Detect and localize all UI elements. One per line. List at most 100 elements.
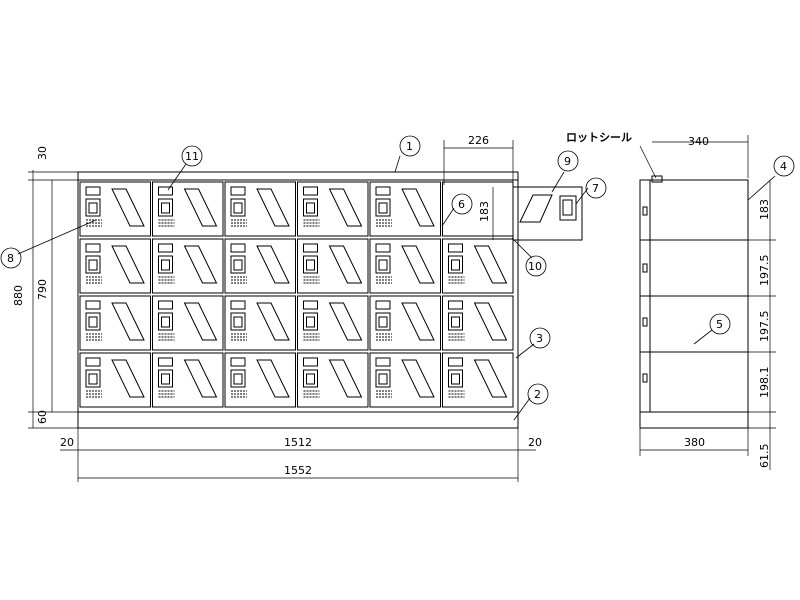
locker-door bbox=[224, 238, 296, 294]
open-door-window bbox=[519, 194, 553, 223]
locker-door bbox=[442, 295, 514, 351]
door-display bbox=[85, 357, 101, 367]
door-lock-slot bbox=[306, 373, 315, 385]
dim-door-height: 183 bbox=[478, 201, 491, 222]
callout-8-circle bbox=[0, 247, 22, 269]
locker-door bbox=[79, 238, 151, 294]
door-lock-slot bbox=[378, 316, 388, 328]
door-lock-slot bbox=[378, 202, 388, 214]
dim-margin-left: 20 bbox=[60, 436, 74, 449]
locker-door bbox=[369, 181, 441, 237]
door-lock-panel bbox=[303, 255, 318, 274]
door-lock-slot bbox=[451, 316, 460, 328]
door-lock-panel bbox=[85, 255, 101, 274]
locker-door bbox=[297, 181, 369, 237]
dim-base-height: 60 bbox=[36, 410, 49, 424]
side-handle-4 bbox=[642, 373, 648, 383]
door-display bbox=[158, 357, 173, 367]
door-lock-slot bbox=[306, 202, 315, 214]
door-lock-slot bbox=[233, 202, 243, 214]
dim-row-4: 198.1 bbox=[758, 367, 771, 399]
door-window bbox=[473, 302, 508, 341]
dim-overall-width: 1552 bbox=[284, 464, 312, 477]
door-lock-panel bbox=[158, 369, 173, 388]
door-lock-panel bbox=[158, 312, 173, 331]
door-window bbox=[183, 359, 218, 398]
callout-7: 7 bbox=[592, 182, 599, 195]
open-door-lock bbox=[559, 195, 577, 221]
callouts bbox=[0, 135, 795, 421]
door-display bbox=[230, 300, 246, 310]
door-lock-panel bbox=[85, 312, 101, 331]
callout-5: 5 bbox=[716, 318, 723, 331]
door-window bbox=[111, 302, 145, 341]
door-window bbox=[473, 359, 508, 398]
door-window bbox=[401, 188, 435, 227]
callout-3-circle bbox=[529, 327, 551, 349]
callout-10: 10 bbox=[528, 260, 542, 273]
callout-9-circle bbox=[557, 150, 579, 172]
dim-row-3: 197.5 bbox=[758, 311, 771, 343]
dim-depth-bottom: 380 bbox=[684, 436, 705, 449]
leader-11 bbox=[167, 163, 187, 191]
callout-1: 1 bbox=[406, 140, 413, 153]
side-dimensions bbox=[639, 135, 776, 470]
door-display bbox=[375, 186, 391, 196]
locker-door bbox=[224, 352, 296, 408]
leader-6 bbox=[441, 207, 455, 227]
door-lock-slot bbox=[88, 316, 98, 328]
dim-body-height: 790 bbox=[36, 279, 49, 300]
leader-4 bbox=[747, 175, 776, 201]
locker-door bbox=[224, 181, 296, 237]
door-window bbox=[401, 302, 435, 341]
locker-door bbox=[152, 181, 224, 237]
leader-2 bbox=[513, 397, 531, 421]
door-lock-panel bbox=[375, 255, 391, 274]
door-lock-slot bbox=[161, 259, 170, 271]
callout-6-circle bbox=[451, 193, 473, 215]
door-display bbox=[85, 243, 101, 253]
door-window bbox=[473, 245, 508, 284]
lot-seal-label: ロットシール bbox=[566, 131, 632, 144]
callout-4: 4 bbox=[780, 160, 787, 173]
door-display bbox=[303, 300, 318, 310]
locker-door bbox=[297, 352, 369, 408]
callout-10-circle bbox=[525, 255, 547, 277]
door-lock-slot bbox=[306, 316, 315, 328]
callout-2-circle bbox=[527, 383, 549, 405]
door-window bbox=[401, 245, 435, 284]
door-window bbox=[111, 188, 145, 227]
door-display bbox=[230, 186, 246, 196]
locker-door bbox=[442, 238, 514, 294]
leader-10 bbox=[511, 237, 533, 259]
door-lock-slot bbox=[88, 373, 98, 385]
front-dimensions bbox=[28, 140, 536, 482]
callout-11: 11 bbox=[185, 150, 199, 163]
leader-8 bbox=[17, 219, 97, 255]
dim-inner-width: 1512 bbox=[284, 436, 312, 449]
door-display bbox=[158, 243, 173, 253]
leader-5 bbox=[693, 329, 713, 345]
side-handle-2 bbox=[642, 263, 648, 273]
door-display bbox=[158, 186, 173, 196]
locker-door bbox=[79, 295, 151, 351]
callout-8: 8 bbox=[7, 252, 14, 265]
door-lock-panel bbox=[230, 312, 246, 331]
door-display bbox=[448, 357, 463, 367]
side-handle-1 bbox=[642, 206, 648, 216]
locker-door bbox=[369, 295, 441, 351]
side-view bbox=[639, 175, 749, 429]
door-lock-panel bbox=[448, 312, 463, 331]
callout-1-circle bbox=[399, 135, 421, 157]
door-lock-panel bbox=[448, 369, 463, 388]
door-display bbox=[303, 243, 318, 253]
cabinet-base bbox=[77, 411, 519, 429]
locker-grid bbox=[79, 181, 514, 408]
door-window bbox=[328, 359, 363, 398]
door-lock-panel bbox=[303, 198, 318, 217]
dim-base: 61.5 bbox=[758, 444, 771, 469]
door-window bbox=[183, 188, 218, 227]
door-display bbox=[230, 357, 246, 367]
leader-9 bbox=[551, 171, 565, 193]
